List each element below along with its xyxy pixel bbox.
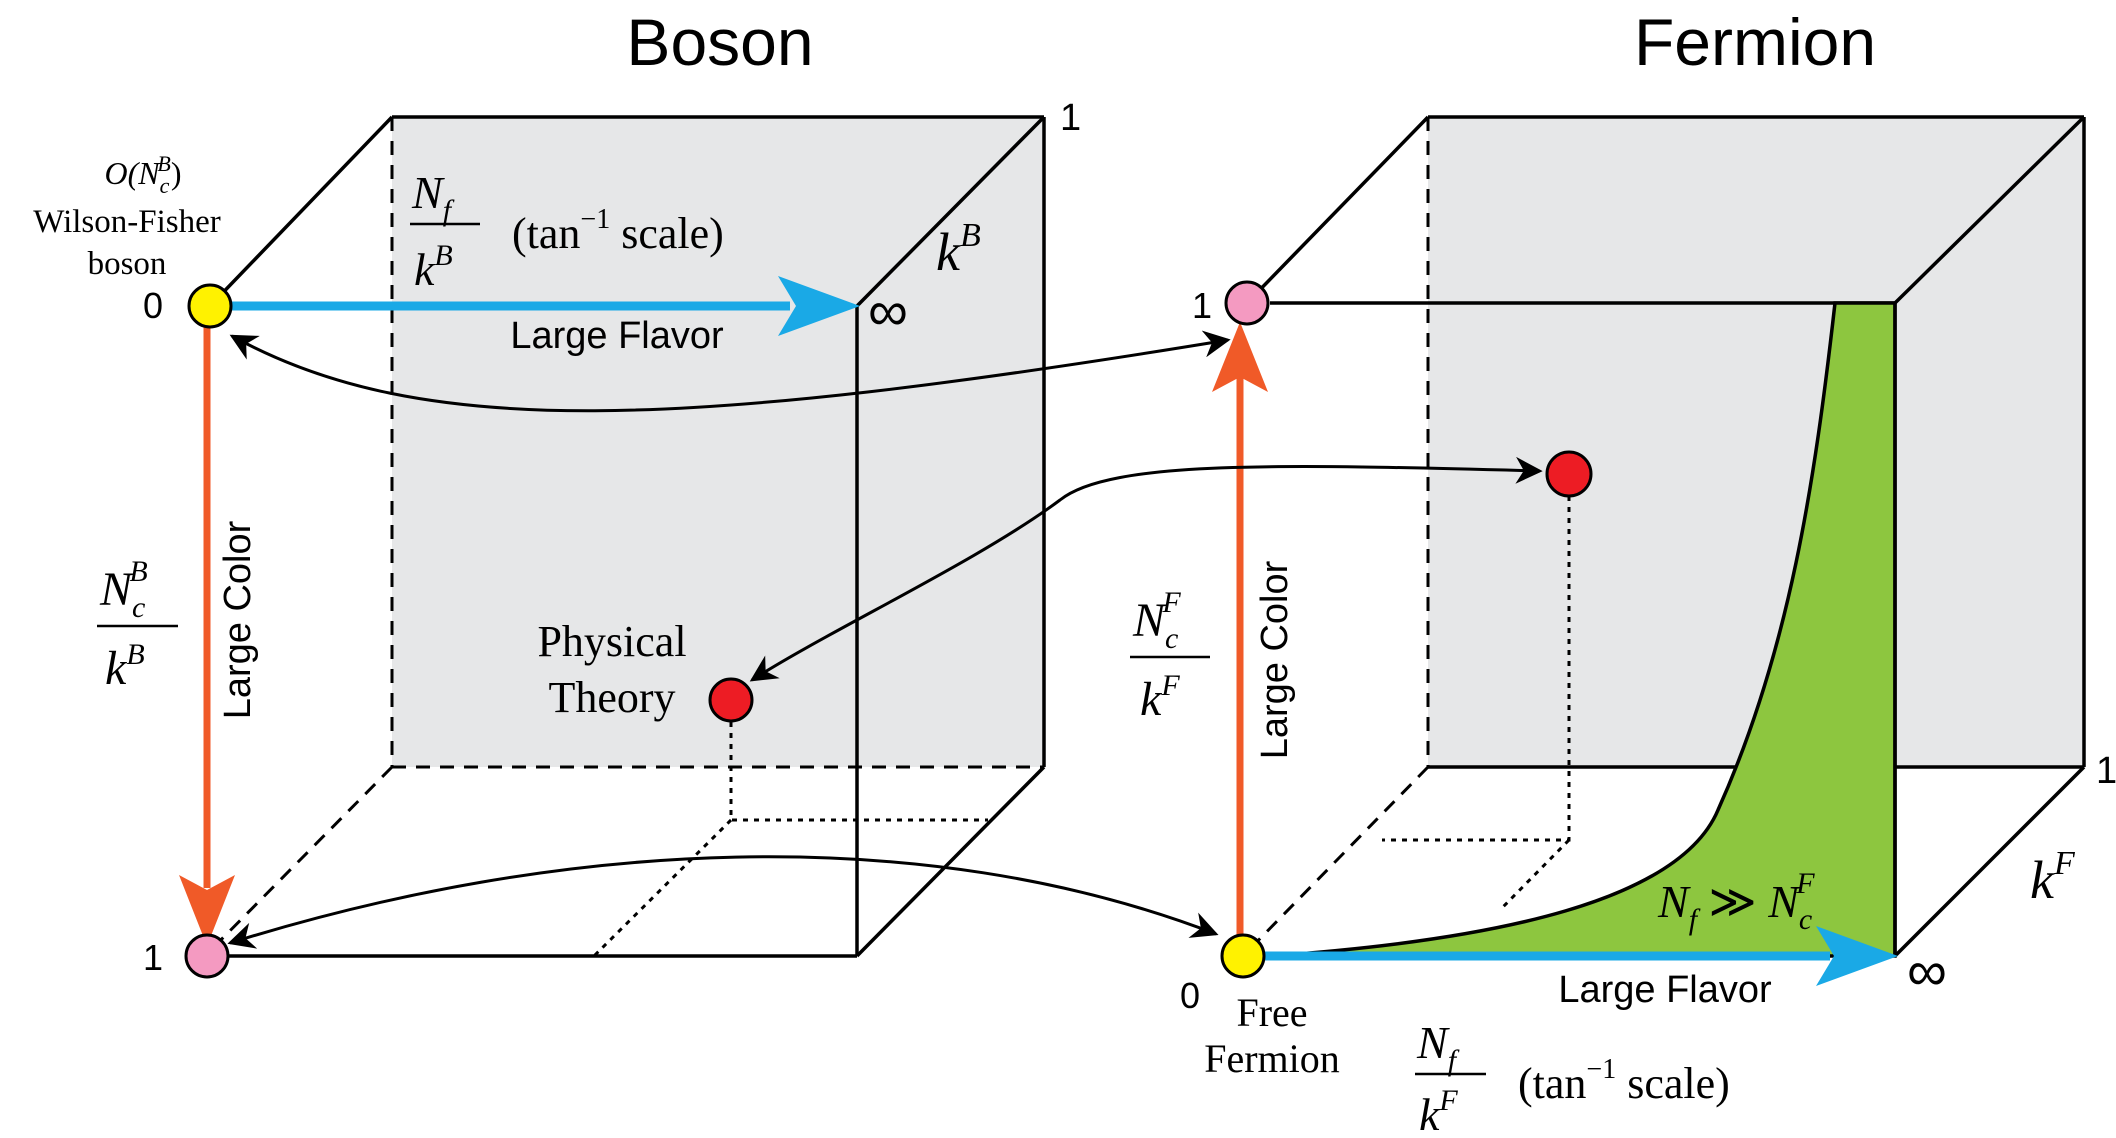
boson-color-ratio-numerator: NcB [99, 555, 148, 624]
wilson-fisher-point [187, 283, 233, 329]
fermion-large-color-label: Large Color [1254, 560, 1296, 759]
boson-physical-theory-point [708, 677, 754, 723]
free-fermion-label-line1: Free [1236, 990, 1307, 1035]
physical-theory-label-line1: Physical [537, 617, 686, 666]
boson-edge-top-left-diag [208, 115, 394, 308]
fermion-large-flavor-region [1269, 301, 1897, 958]
fermion-flavor-ratio-denominator: kF [1419, 1084, 1458, 1138]
boson-color-ratio-label: NcB kB [97, 555, 178, 695]
fermion-top-value: 1 [1192, 285, 1212, 326]
fermion-infinity-label: ∞ [1907, 939, 1947, 1002]
boson-origin-value: 0 [143, 285, 163, 326]
boson-back-edge-diagonal [203, 765, 394, 958]
fermion-title: Fermion [1634, 5, 1876, 79]
duality-arrow-wf-boson-to-large-color-fermion [229, 330, 1231, 413]
fermion-cube [1212, 115, 2086, 986]
boson-large-color-arrowhead [179, 875, 235, 946]
boson-color-ratio-denominator: kB [105, 638, 145, 695]
fermion-large-color-arrowhead [1212, 322, 1268, 392]
wilson-fisher-label-line3: boson [88, 246, 167, 282]
fermion-point-projection-diag [1498, 838, 1571, 912]
boson-large-flavor-arrowhead [778, 276, 860, 336]
boson-large-color-label: Large Color [217, 520, 259, 719]
boson-corner-value: 1 [1060, 97, 1081, 139]
duality-arrow-physical-theory [749, 456, 1543, 682]
fermion-edge-bottom-right-diag [1893, 765, 2086, 958]
boson-title: Boson [626, 5, 813, 79]
free-fermion-label-line2: Fermion [1204, 1036, 1340, 1081]
boson-flavor-ratio-label: Nf kB (tan−1 scale) [410, 167, 724, 295]
boson-large-color-point [184, 933, 230, 979]
fermion-color-ratio-label: NcF kF [1130, 586, 1210, 726]
fermion-color-ratio-denominator: kF [1140, 669, 1180, 726]
fermion-large-flavor-label: Large Flavor [1558, 969, 1772, 1011]
fermion-dual-point [1545, 450, 1593, 498]
fermion-edge-top-left-diag [1245, 115, 1430, 305]
boson-flavor-scale-note: (tan−1 scale) [512, 204, 724, 258]
physical-theory-label-line2: Theory [548, 673, 675, 722]
fermion-back-edge-diagonal [1241, 765, 1430, 958]
fermion-large-color-point [1224, 280, 1270, 326]
fermion-corner-value: 1 [2096, 750, 2116, 792]
fermion-k-axis-label: kF [2030, 845, 2076, 910]
free-fermion-point [1220, 933, 1266, 979]
wilson-fisher-label-line2: Wilson-Fisher [33, 204, 221, 240]
duality-arrow-large-color-boson-to-free-fermion [227, 855, 1219, 949]
boson-physical-projection-diag [592, 818, 733, 958]
boson-cube [179, 115, 1046, 958]
fermion-region-label: Nf ≫ NcF [1657, 867, 1815, 936]
boson-k-axis-label: kB [936, 217, 981, 282]
fermion-flavor-ratio-label: Nf kF (tan−1 scale) [1415, 1017, 1730, 1138]
boson-large-flavor-label: Large Flavor [510, 315, 724, 357]
boson-flavor-ratio-denominator: kB [414, 239, 453, 295]
fermion-origin-value: 0 [1180, 975, 1200, 1016]
fermion-large-flavor-arrowhead [1816, 926, 1898, 986]
boson-edge-top-right-diag [855, 115, 1046, 308]
boson-bottom-value: 1 [143, 937, 163, 978]
fermion-flavor-scale-note: (tan−1 scale) [1518, 1054, 1730, 1108]
wilson-fisher-label-line1: O(NcB) [105, 151, 182, 198]
fermion-flavor-ratio-numerator: Nf [1416, 1017, 1460, 1077]
boson-infinity-label: ∞ [868, 279, 908, 342]
fermion-color-ratio-numerator: NcF [1132, 586, 1181, 655]
fermion-edge-top-right-diag [1893, 115, 2086, 305]
